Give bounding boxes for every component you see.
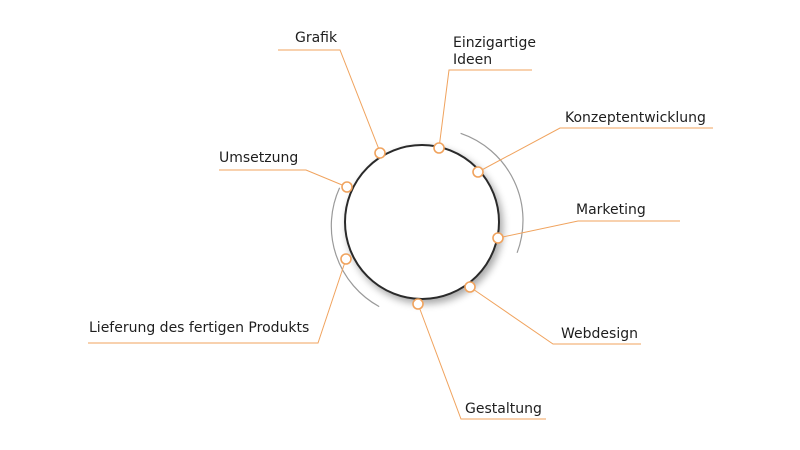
label-konzeptentwicklung: Konzeptentwicklung xyxy=(565,110,706,126)
node-marker-konzept xyxy=(472,166,484,178)
node-marker-umsetzung xyxy=(341,181,353,193)
connector-webdesign xyxy=(469,286,641,345)
node-marker-gestaltung xyxy=(412,298,424,310)
label-ideen-line1: Einzigartige xyxy=(453,35,536,51)
node-marker-webdesign xyxy=(464,281,476,293)
label-umsetzung: Umsetzung xyxy=(219,150,299,166)
connector-umsetzung xyxy=(219,169,348,188)
connector-marketing xyxy=(497,220,680,239)
label-lieferung: Lieferung des fertigen Produkts xyxy=(89,320,310,336)
outer-arc-top-right xyxy=(460,132,524,254)
main-ring xyxy=(344,144,500,300)
connector-ideen xyxy=(438,69,532,149)
label-grafik: Grafik xyxy=(295,30,338,46)
node-marker-ideen xyxy=(433,142,445,154)
label-einzigartige-ideen: Einzigartige Ideen xyxy=(453,35,536,69)
label-webdesign: Webdesign xyxy=(561,326,638,342)
label-gestaltung: Gestaltung xyxy=(465,401,542,417)
node-marker-grafik xyxy=(374,147,386,159)
outer-arc-left xyxy=(330,187,380,308)
connector-gestaltung xyxy=(417,303,546,420)
connector-lieferung xyxy=(88,258,347,344)
node-marker-lieferung xyxy=(340,253,352,265)
label-ideen-line2: Ideen xyxy=(453,52,493,68)
connector-konzept xyxy=(477,127,713,173)
node-marker-marketing xyxy=(492,232,504,244)
label-marketing: Marketing xyxy=(576,202,646,218)
connector-grafik xyxy=(278,49,381,153)
